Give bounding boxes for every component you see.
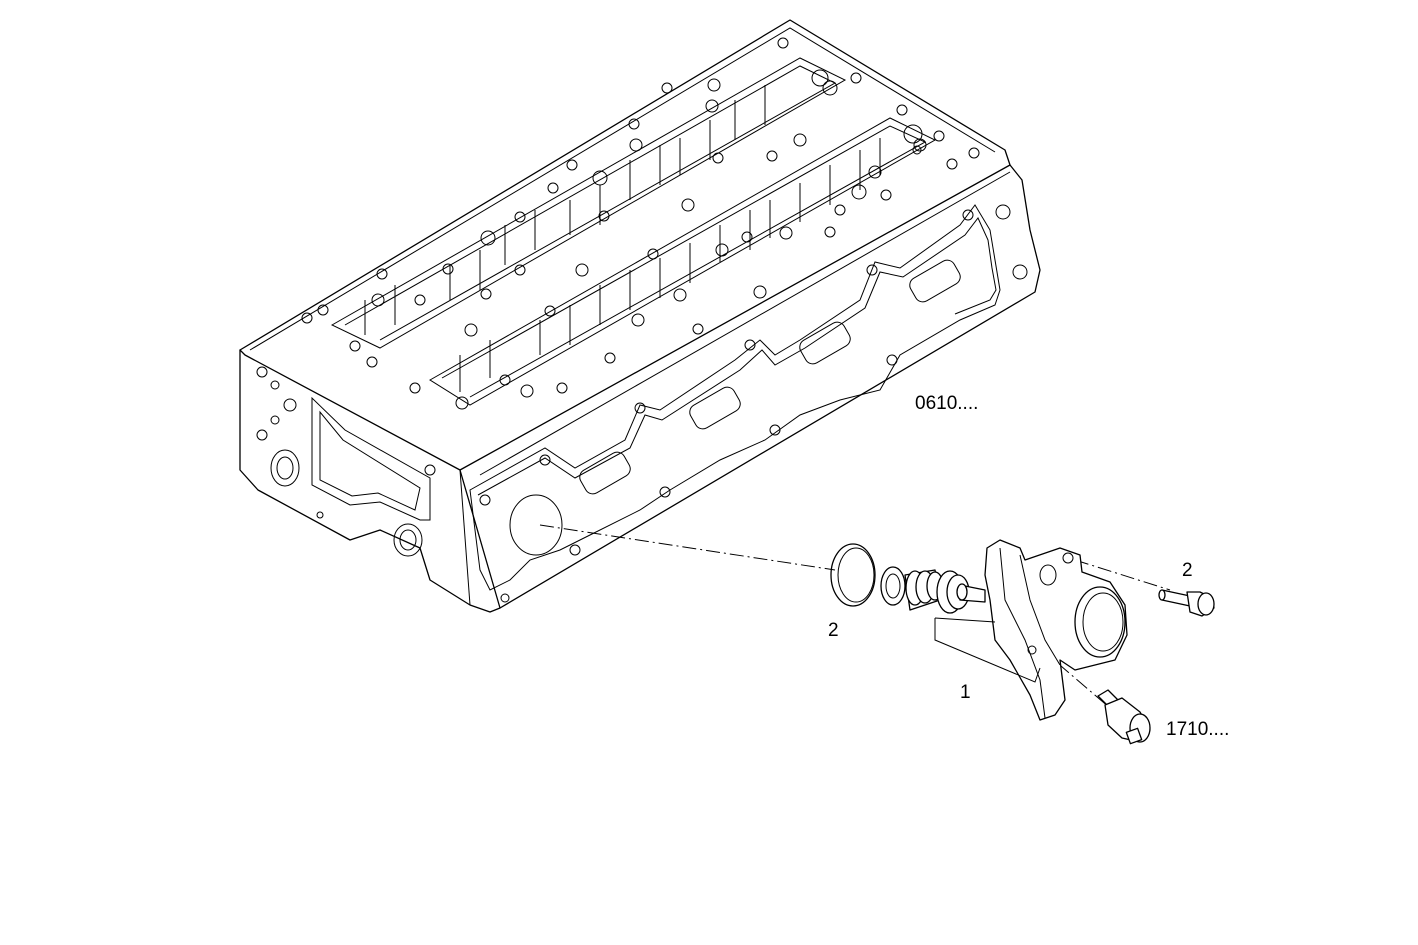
assembly-line-sensor [1039, 647, 1111, 709]
callout-bolt-item: 2 [1182, 560, 1193, 581]
thermostat-seal [880, 566, 906, 606]
callout-housing-item: 1 [960, 682, 971, 703]
seal-ring [830, 543, 876, 607]
callout-seal-item: 2 [828, 620, 839, 641]
callout-sensor-ref: 1710.... [1166, 719, 1229, 740]
thermostat-element [904, 569, 944, 611]
temperature-sensor [1097, 689, 1151, 745]
thermostat-housing [934, 539, 1128, 721]
cylinder-head [239, 19, 1041, 613]
deck-bolt-holes [301, 37, 980, 410]
bolt [1158, 589, 1215, 617]
valve-pockets-row-2 [459, 138, 881, 392]
callout-cylinder-head-ref: 0610.... [915, 393, 978, 414]
assembly-line-outlet [539, 524, 836, 571]
valve-pockets-row-1 [364, 85, 766, 335]
thermostat-valve [936, 570, 986, 614]
assembly-line-bolt [1074, 559, 1171, 591]
